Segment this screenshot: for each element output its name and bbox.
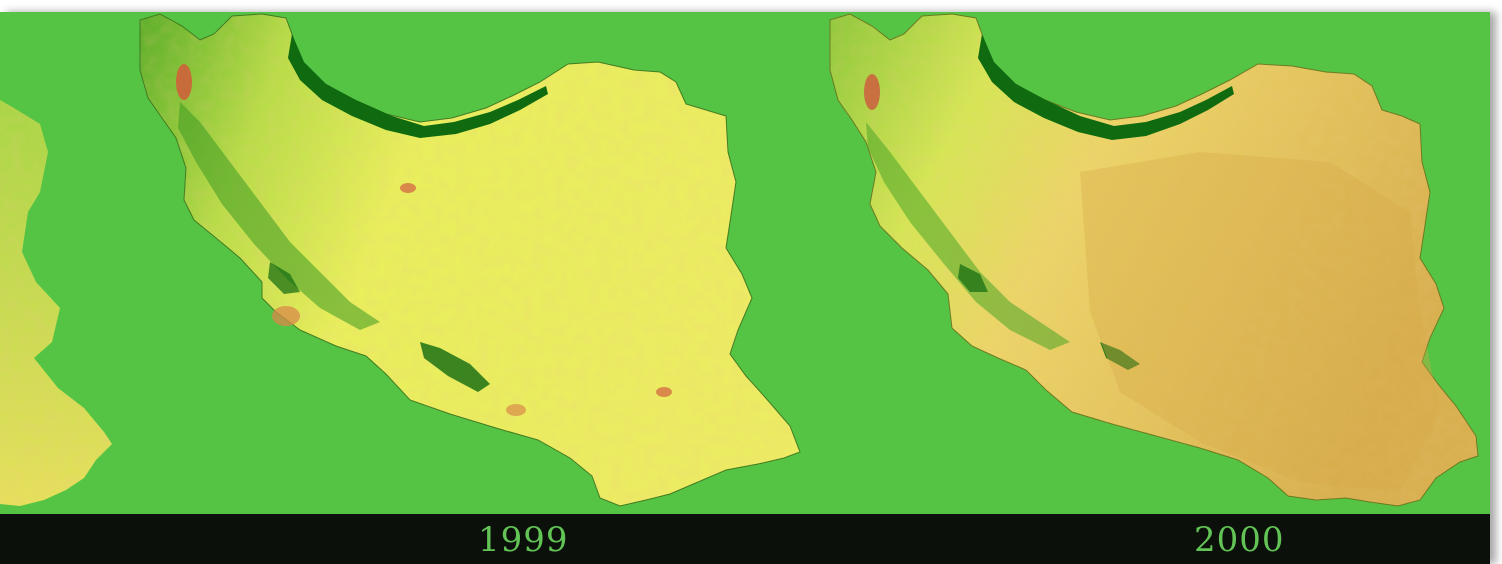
- vegetation-maps: [0, 13, 1479, 507]
- year-label-1999: 1999: [478, 520, 569, 560]
- partial-map-left: [0, 100, 112, 506]
- year-label-bar: 1999 2000: [0, 514, 1490, 564]
- map-comparison-frame: 1999 2000: [0, 12, 1490, 564]
- map-2000: [829, 13, 1479, 507]
- map-area: [0, 12, 1490, 514]
- year-label-2000: 2000: [1194, 520, 1285, 560]
- map-1999: [139, 13, 801, 507]
